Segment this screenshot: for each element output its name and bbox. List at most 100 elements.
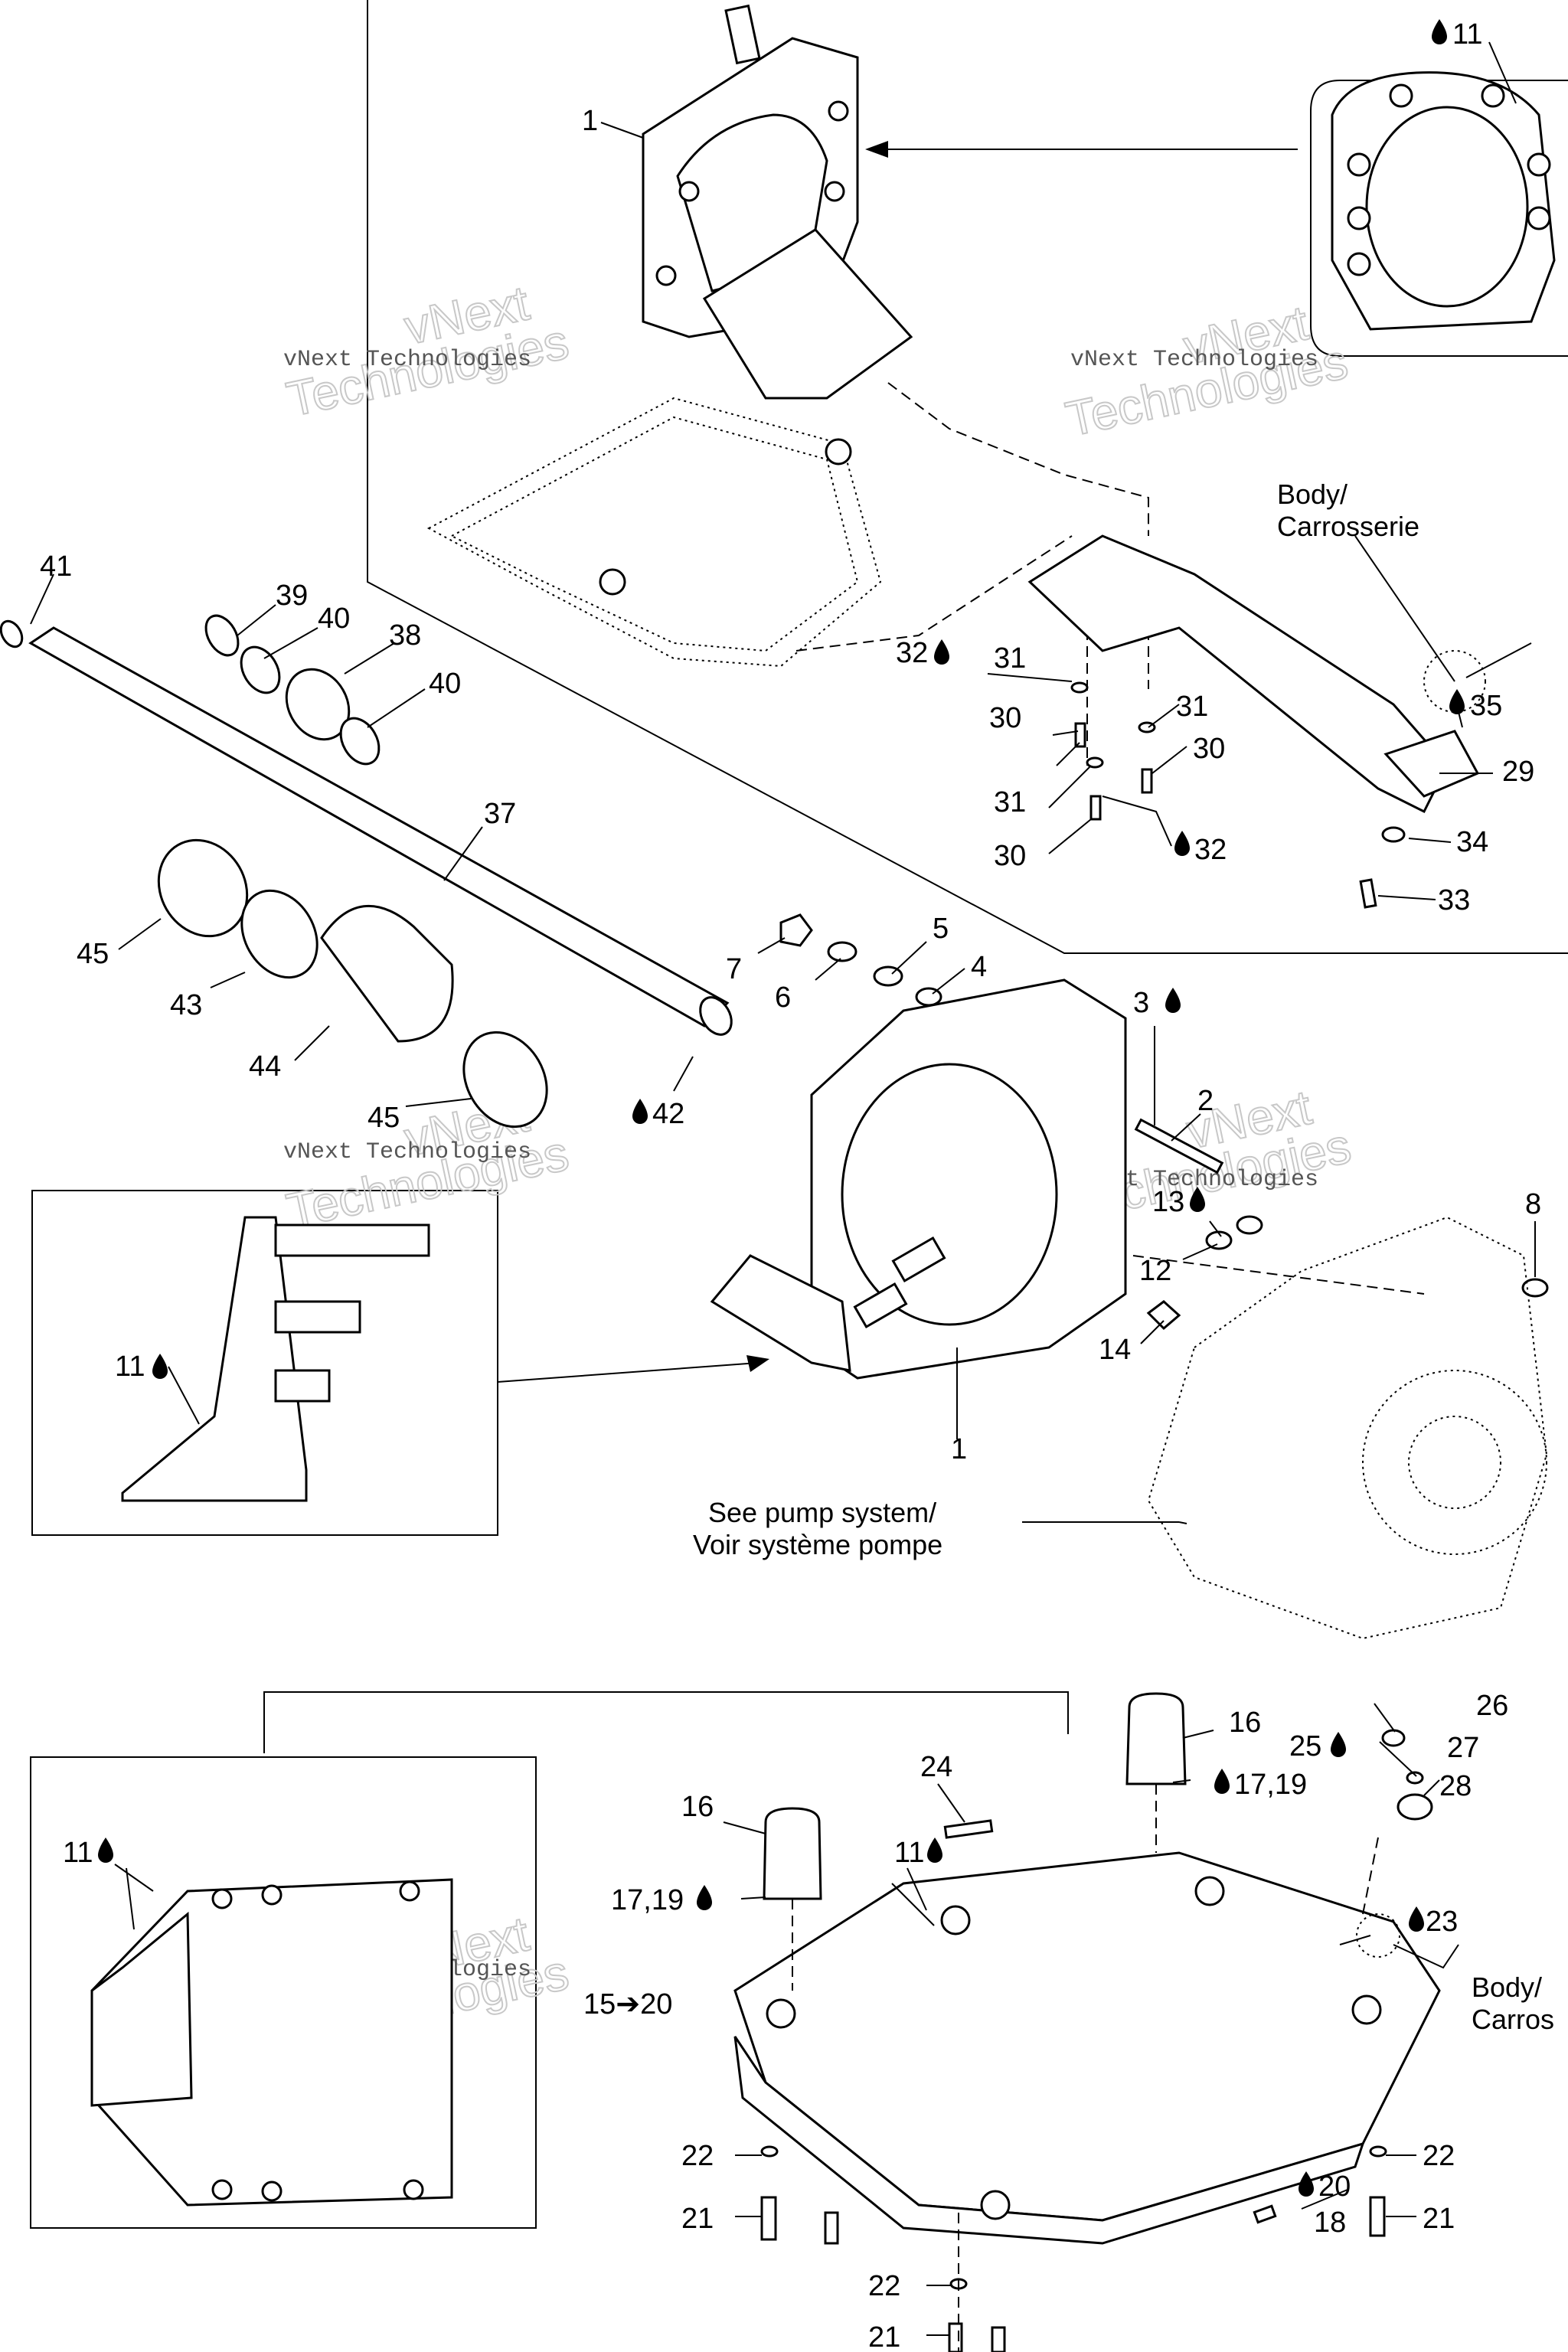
washers-and-nut — [779, 913, 942, 1007]
part-label: 22 — [868, 2270, 900, 2302]
part-label: 11 — [894, 1837, 924, 1869]
arrow-icon — [865, 141, 888, 158]
part-label: 37 — [484, 798, 516, 830]
inset-arrow-line-mid — [497, 1362, 759, 1383]
part-label: 17,19 — [1234, 1769, 1307, 1801]
part-label: 5 — [933, 913, 949, 945]
body-note-top-line1: Body/ — [1277, 479, 1348, 510]
part-label: 32 — [896, 637, 928, 669]
part-label: 4 — [971, 951, 987, 983]
inset-top-right-detail — [1331, 71, 1556, 331]
part-label: 24 — [920, 1751, 952, 1783]
part-label: 29 — [1502, 756, 1534, 788]
drop-icon — [1190, 1187, 1205, 1212]
drop-icon — [927, 1838, 942, 1863]
drop-icon — [98, 1838, 113, 1863]
part-label: 18 — [1314, 2207, 1346, 2239]
part-label: 16 — [1229, 1707, 1261, 1739]
part-label: 31 — [1176, 691, 1208, 723]
jet-pump-support-top — [642, 4, 913, 400]
part-label: 38 — [389, 619, 421, 652]
part-label: 6 — [775, 982, 791, 1014]
part-label: 45 — [368, 1102, 400, 1134]
reference-notes: Body/ Carrosserie See pump system/ Voir … — [693, 479, 1554, 2035]
drop-icon — [934, 639, 949, 665]
drop-icon — [1449, 689, 1465, 714]
watermark-3: vNext Technologies — [283, 1139, 531, 1165]
part-label: 26 — [1476, 1690, 1508, 1722]
part-label: 32 — [1194, 834, 1227, 866]
drop-icon — [1409, 1906, 1424, 1932]
part-label: 25 — [1289, 1730, 1321, 1762]
part-label: 43 — [170, 989, 202, 1021]
dashed-guides-bottom — [792, 1784, 1379, 2352]
part-label: 39 — [276, 580, 308, 612]
part-label: 33 — [1438, 884, 1470, 916]
part-label: 22 — [1423, 2140, 1455, 2172]
ride-plate-bottom — [733, 1851, 1441, 2245]
part-label: 12 — [1139, 1255, 1171, 1287]
part-label: 44 — [249, 1050, 281, 1083]
part-label: 3 — [1133, 987, 1149, 1019]
part-label: 15➔20 — [583, 1988, 672, 2020]
boot-and-clamps — [157, 838, 548, 1129]
part-label: 17,19 — [611, 1884, 684, 1916]
pump-note-line2: Voir système pompe — [693, 1529, 942, 1560]
leader-lines — [30, 41, 1536, 2336]
drop-icon — [1298, 2171, 1314, 2197]
part-label: 35 — [1470, 690, 1502, 722]
part-label: 14 — [1099, 1334, 1131, 1366]
part-label: 30 — [1193, 733, 1225, 765]
part-label: 23 — [1426, 1906, 1458, 1938]
inset-bottom-left-detail — [90, 1878, 453, 2207]
part-label: 7 — [726, 953, 742, 985]
drop-icon — [1432, 19, 1447, 44]
part-label: 16 — [681, 1791, 714, 1823]
part-label: 8 — [1525, 1188, 1541, 1220]
part-label: 31 — [994, 786, 1026, 818]
part-label: 11 — [115, 1351, 145, 1383]
part-label: 40 — [318, 603, 350, 635]
body-note-bottom-line1: Body/ — [1472, 1971, 1542, 2003]
part-label: 13 — [1152, 1186, 1184, 1218]
part-label: 45 — [77, 938, 109, 970]
part-label: 11 — [63, 1837, 93, 1869]
part-label: 2 — [1197, 1085, 1214, 1117]
drop-icon — [152, 1354, 168, 1379]
inset-left-middle-detail — [121, 1216, 430, 1502]
part-label: 20 — [1318, 2171, 1351, 2203]
seal-rings — [204, 614, 381, 766]
drop-icon — [1214, 1769, 1230, 1794]
bolt-2 — [1134, 1118, 1224, 1174]
body-note-top-line2: Carrosserie — [1277, 511, 1419, 542]
part-label: 34 — [1456, 826, 1488, 858]
part-label: 41 — [40, 550, 72, 583]
part-label: 31 — [994, 642, 1026, 675]
part-label: 11 — [1452, 18, 1482, 51]
pump-system-dotted — [1147, 1216, 1548, 1640]
watermark-1: vNext Technologies — [283, 347, 531, 373]
part-label: 40 — [429, 668, 461, 700]
part-label: 22 — [681, 2140, 714, 2172]
pump-note-line1: See pump system/ — [708, 1497, 936, 1528]
part-label: 30 — [989, 702, 1021, 734]
watermark-2: vNext Technologies — [1070, 347, 1318, 373]
bracket-fasteners — [1070, 681, 1406, 909]
bottom-fasteners — [760, 2145, 1387, 2352]
drop-icon — [1331, 1732, 1346, 1757]
body-bracket — [1027, 534, 1486, 814]
dotted-plate-top — [426, 397, 882, 668]
part-label: 28 — [1439, 1770, 1472, 1802]
small-washers-right — [1146, 1215, 1549, 1331]
drive-shaft — [0, 619, 733, 1036]
fittings-and-plug — [763, 1692, 1433, 1958]
dash-guide-mid — [1132, 1255, 1425, 1295]
part-label: 21 — [681, 2203, 714, 2235]
drop-icon — [697, 1885, 712, 1910]
part-label: 1 — [582, 105, 598, 137]
part-label: 1 — [951, 1433, 967, 1465]
jet-pump-support-middle — [710, 978, 1127, 1380]
part-label: 42 — [652, 1098, 684, 1130]
drop-icon — [1165, 988, 1181, 1013]
